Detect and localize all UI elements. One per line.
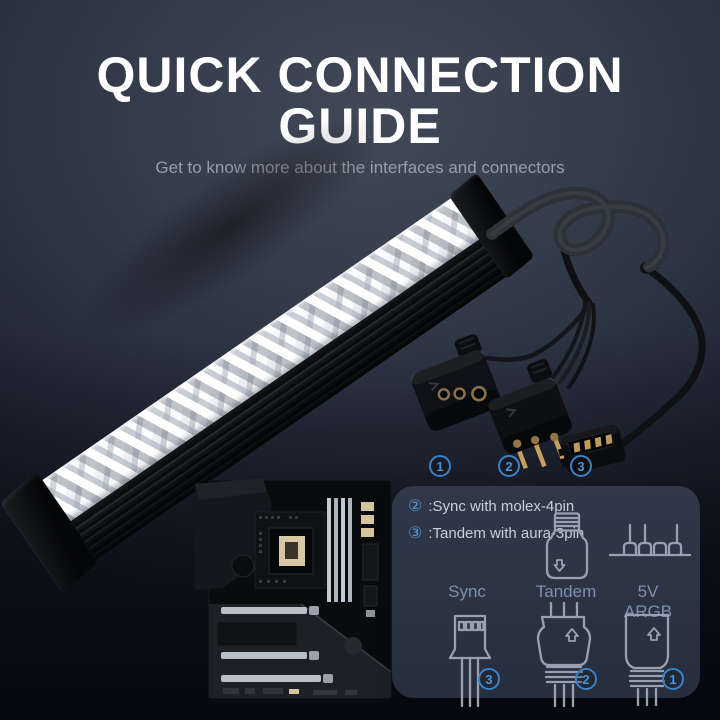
cable-assembly — [484, 187, 706, 451]
page-title-line2: GUIDE — [0, 101, 720, 152]
note-sync-molex: ② :Sync with molex-4pin — [408, 496, 574, 516]
page-title-line1: QUICK CONNECTION — [96, 47, 624, 103]
marker-2-number: 2 — [505, 458, 513, 474]
cable-to-connector-3 — [614, 264, 706, 451]
panel-marker-2-number: 2 — [582, 671, 590, 687]
label-tandem: Tandem — [535, 582, 597, 601]
panel-marker-2: 2 — [575, 668, 597, 690]
marker-1-number: 1 — [436, 458, 444, 474]
tandem-molex-icon — [545, 512, 589, 580]
pcie-slots — [216, 606, 333, 683]
panel-marker-1-number: 1 — [669, 671, 677, 687]
panel-marker-1: 1 — [662, 668, 684, 690]
connector-argb-female — [410, 334, 502, 431]
marker-3-number: 3 — [577, 458, 585, 474]
marker-connector-2: 2 — [498, 455, 520, 477]
note-tandem-text: :Tandem with aura-3pin — [428, 524, 585, 542]
panel-marker-3: 3 — [478, 668, 500, 690]
rgb-headers — [361, 502, 374, 537]
cable-to-connector-2 — [558, 301, 592, 384]
marker-connector-3: 3 — [570, 455, 592, 477]
braided-cable — [486, 187, 670, 274]
connector-molex-male — [487, 359, 572, 470]
argb-plug-connector-icon — [624, 613, 670, 706]
note-sync-text: :Sync with molex-4pin — [428, 497, 575, 515]
label-sync: Sync — [448, 582, 486, 601]
sync-pins — [573, 434, 613, 453]
note-sync-badge: ② — [408, 498, 423, 515]
cable-to-connector-1 — [484, 300, 592, 362]
page-title: QUICK CONNECTION GUIDE — [0, 50, 720, 152]
sync-4pin-connector-icon — [448, 614, 492, 708]
tandem-plug-connector-icon — [536, 601, 592, 707]
argb-5v-header-icon — [608, 523, 692, 557]
marker-connector-1: 1 — [429, 455, 451, 477]
note-tandem-aura: ③ :Tandem with aura-3pin — [408, 523, 584, 543]
label-5v-argb: 5V ARGB — [623, 582, 673, 621]
connection-info-panel — [392, 486, 700, 698]
page-subtitle: Get to know more about the interfaces an… — [155, 158, 565, 177]
panel-marker-3-number: 3 — [485, 671, 493, 687]
note-tandem-badge: ③ — [408, 525, 423, 542]
ram-slots — [327, 498, 352, 602]
argb-female-holes — [437, 385, 487, 402]
motherboard-image — [195, 478, 392, 699]
